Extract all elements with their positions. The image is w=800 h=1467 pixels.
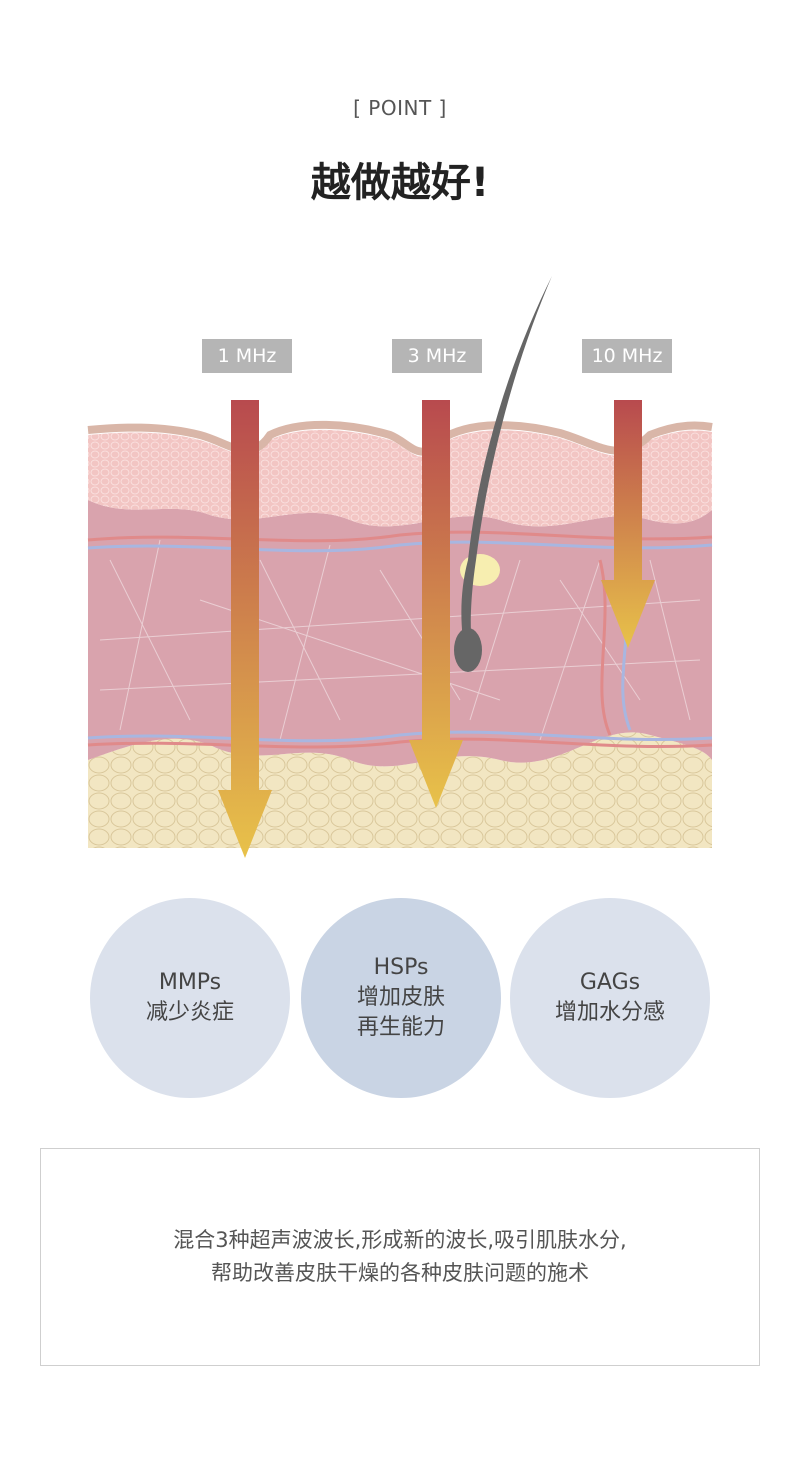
benefit-name: MMPs — [158, 970, 222, 995]
benefit-desc: 减少炎症 — [145, 1000, 234, 1025]
arrow-10mhz — [601, 400, 655, 648]
benefit-circle-gags: GAGs 增加水分感 — [510, 898, 710, 1098]
section-eyebrow: [ POINT ] — [353, 96, 447, 120]
vein-upper — [87, 540, 713, 553]
page-title: 越做越好! — [310, 160, 490, 206]
frequency-label-3mhz: 3 MHz — [392, 339, 482, 373]
benefit-circle-hsps: HSPs 增加皮肤 再生能力 — [301, 898, 501, 1098]
benefit-circle-mmps: MMPs 减少炎症 — [90, 898, 290, 1098]
description-box: 混合3种超声波波长,形成新的波长,吸引肌肤水分, 帮助改善皮肤干燥的各种皮肤问题… — [40, 1148, 760, 1366]
description-line: 混合3种超声波波长,形成新的波长,吸引肌肤水分, — [173, 1228, 627, 1252]
benefit-desc: 增加皮肤 — [356, 985, 445, 1010]
artery-upper — [87, 530, 713, 543]
arrow-3mhz — [409, 400, 463, 808]
blood-vessels — [87, 530, 713, 749]
vein-lower — [87, 730, 713, 743]
benefit-name: GAGs — [579, 970, 641, 995]
hair-strand — [461, 276, 552, 648]
frequency-label-1mhz: 1 MHz — [202, 339, 292, 373]
description-line: 帮助改善皮肤干燥的各种皮肤问题的施术 — [211, 1261, 589, 1285]
benefit-desc: 增加水分感 — [554, 1000, 665, 1025]
artery-lower — [87, 737, 713, 749]
hair-follicle — [454, 628, 482, 672]
arrow-1mhz — [218, 400, 272, 858]
benefit-name: HSPs — [373, 955, 429, 980]
skin-cross-section-diagram — [87, 276, 713, 858]
frequency-label-10mhz: 10 MHz — [582, 339, 672, 373]
benefit-desc: 再生能力 — [356, 1015, 445, 1040]
